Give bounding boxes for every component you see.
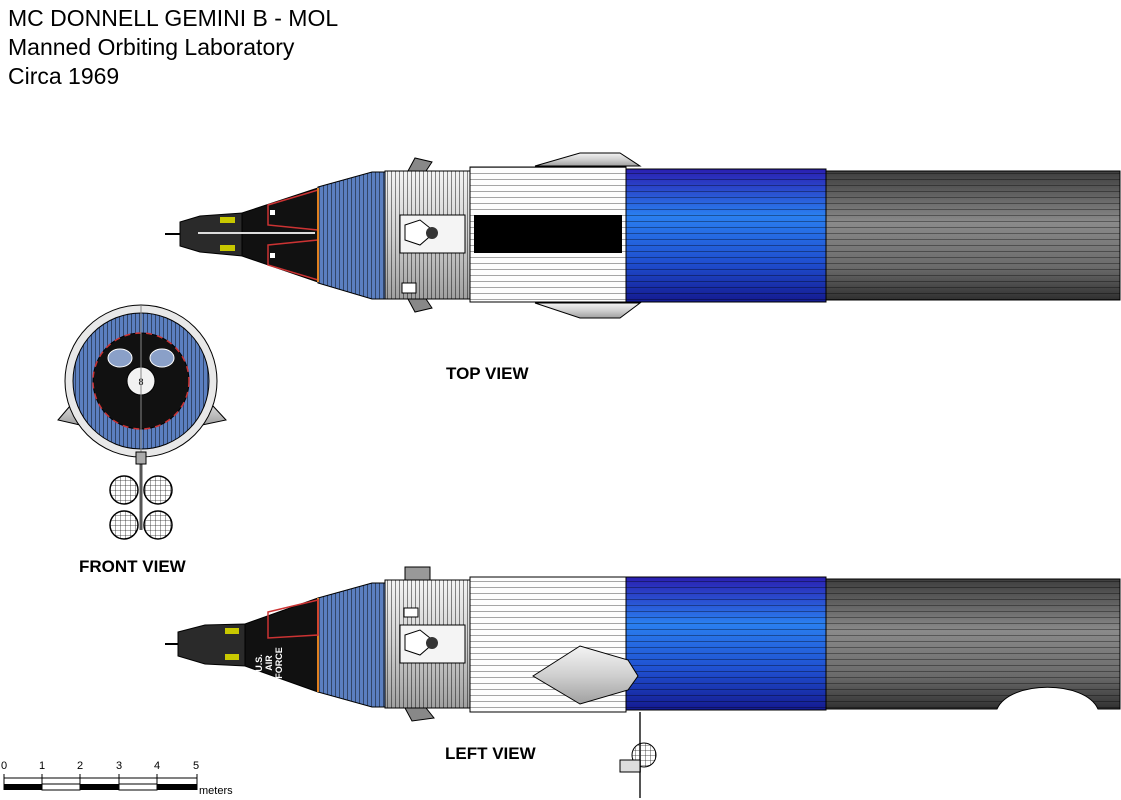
left-side-fairing xyxy=(532,645,639,705)
title-block: MC DONNELL GEMINI B - MOL Manned Orbitin… xyxy=(8,4,338,91)
front-window-right xyxy=(149,348,175,368)
left-view-label: LEFT VIEW xyxy=(445,744,536,763)
front-view-label: FRONT VIEW xyxy=(79,557,186,576)
left-lower-thruster xyxy=(404,707,435,722)
marking-line-1: U.S. xyxy=(254,654,264,672)
front-view-spacecraft: 8 xyxy=(57,304,227,540)
top-upper-fairing xyxy=(534,152,642,167)
title-line-2: Manned Orbiting Laboratory xyxy=(8,34,295,60)
top-lower-fairing xyxy=(534,302,642,319)
scale-tick-0: 0 xyxy=(1,760,8,772)
front-window-left xyxy=(107,348,133,368)
scale-unit-label: meters xyxy=(199,785,233,797)
marking-line-2: AIR xyxy=(264,655,274,671)
front-dish-tr xyxy=(143,475,173,505)
air-force-marking: U.S. AIR FORCE xyxy=(254,642,304,684)
top-lower-thruster xyxy=(407,298,433,313)
front-dish-tl xyxy=(109,475,139,505)
scale-tick-3: 3 xyxy=(116,760,123,772)
title-line-1: MC DONNELL GEMINI B - MOL xyxy=(8,5,339,31)
scale-tick-1: 1 xyxy=(39,760,46,772)
left-upper-thruster xyxy=(404,566,431,581)
top-view-label: TOP VIEW xyxy=(446,364,529,383)
title-line-3: Circa 1969 xyxy=(8,63,120,89)
marking-line-3: FORCE xyxy=(274,647,284,679)
scale-tick-4: 4 xyxy=(154,760,161,772)
front-dish-br xyxy=(143,510,173,540)
scale-tick-5: 5 xyxy=(193,760,200,772)
top-view-spacecraft xyxy=(165,152,1121,319)
left-view-spacecraft xyxy=(165,566,1121,798)
top-black-band xyxy=(474,215,622,253)
scale-tick-2: 2 xyxy=(77,760,84,772)
top-upper-thruster xyxy=(407,157,433,172)
scale-bar xyxy=(3,774,198,791)
front-dish-bl xyxy=(109,510,139,540)
